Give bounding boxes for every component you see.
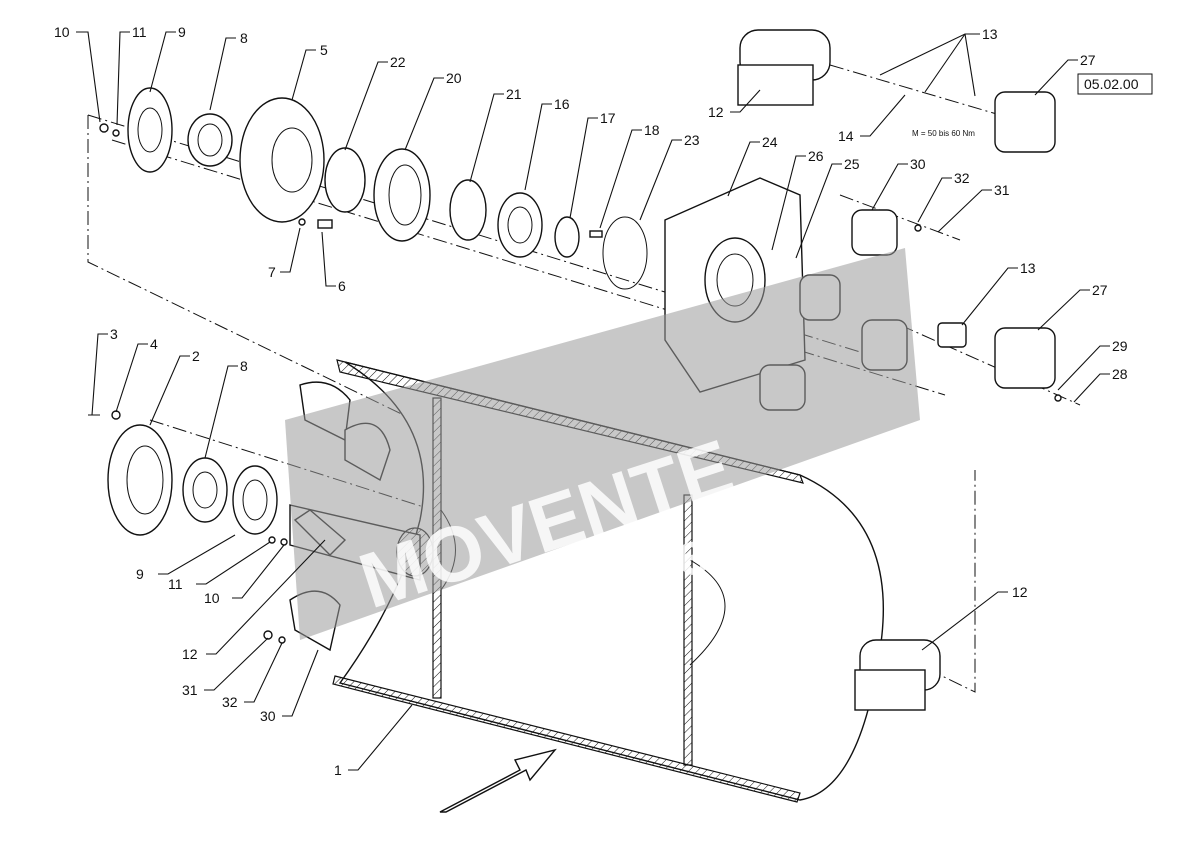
torque-note: M = 50 bis 60 Nm: [912, 129, 975, 138]
callout-label: 30: [910, 156, 926, 172]
callout-label: 4: [150, 336, 158, 352]
callout-label: 11: [132, 24, 147, 40]
callout-label: 27: [1080, 52, 1096, 68]
callout-label: 5: [320, 42, 328, 58]
callout-label: 9: [136, 566, 144, 582]
callout-label: 10: [54, 24, 70, 40]
callout-label: 24: [762, 134, 778, 150]
callout-label: 8: [240, 358, 248, 374]
leader-lines: [76, 31, 1110, 771]
callout-label: 3: [110, 326, 118, 342]
callout-label: 17: [600, 110, 616, 126]
callout-label: 12: [182, 646, 198, 662]
reference-box: 05.02.00: [1077, 73, 1153, 95]
callout-label: 25: [844, 156, 860, 172]
callout-label: 7: [268, 264, 276, 280]
callout-label: 14: [838, 128, 854, 144]
callout-label: 8: [240, 30, 248, 46]
callout-label: 12: [1012, 584, 1028, 600]
callout-label: 1: [334, 762, 342, 778]
callout-label: 32: [222, 694, 238, 710]
callout-label: 10: [204, 590, 220, 606]
callout-label: 21: [506, 86, 522, 102]
callout-label: 27: [1092, 282, 1108, 298]
callout-label: 22: [390, 54, 406, 70]
callout-label: 31: [994, 182, 1010, 198]
callout-label: 11: [168, 576, 183, 592]
callout-label: 29: [1112, 338, 1128, 354]
callout-label: 16: [554, 96, 570, 112]
callouts: 10 11 9 8 5 22 20 21 16 17 18 23 24 26 2…: [54, 24, 1128, 778]
callout-label: 23: [684, 132, 700, 148]
callout-label: 20: [446, 70, 462, 86]
reference-number: 05.02.00: [1084, 76, 1139, 92]
callout-label: 9: [178, 24, 186, 40]
callout-label: 30: [260, 708, 276, 724]
callout-label: 13: [1020, 260, 1036, 276]
callout-label: 26: [808, 148, 824, 164]
upper-left-parts: [99, 87, 648, 290]
callout-label: 32: [954, 170, 970, 186]
callout-label: 28: [1112, 366, 1128, 382]
callout-label: 31: [182, 682, 198, 698]
callout-label: 13: [982, 26, 998, 42]
callout-label: 12: [708, 104, 724, 120]
view-arrow: [439, 748, 557, 813]
callout-label: 2: [192, 348, 200, 364]
callout-label: 6: [338, 278, 346, 294]
callout-label: 18: [644, 122, 660, 138]
